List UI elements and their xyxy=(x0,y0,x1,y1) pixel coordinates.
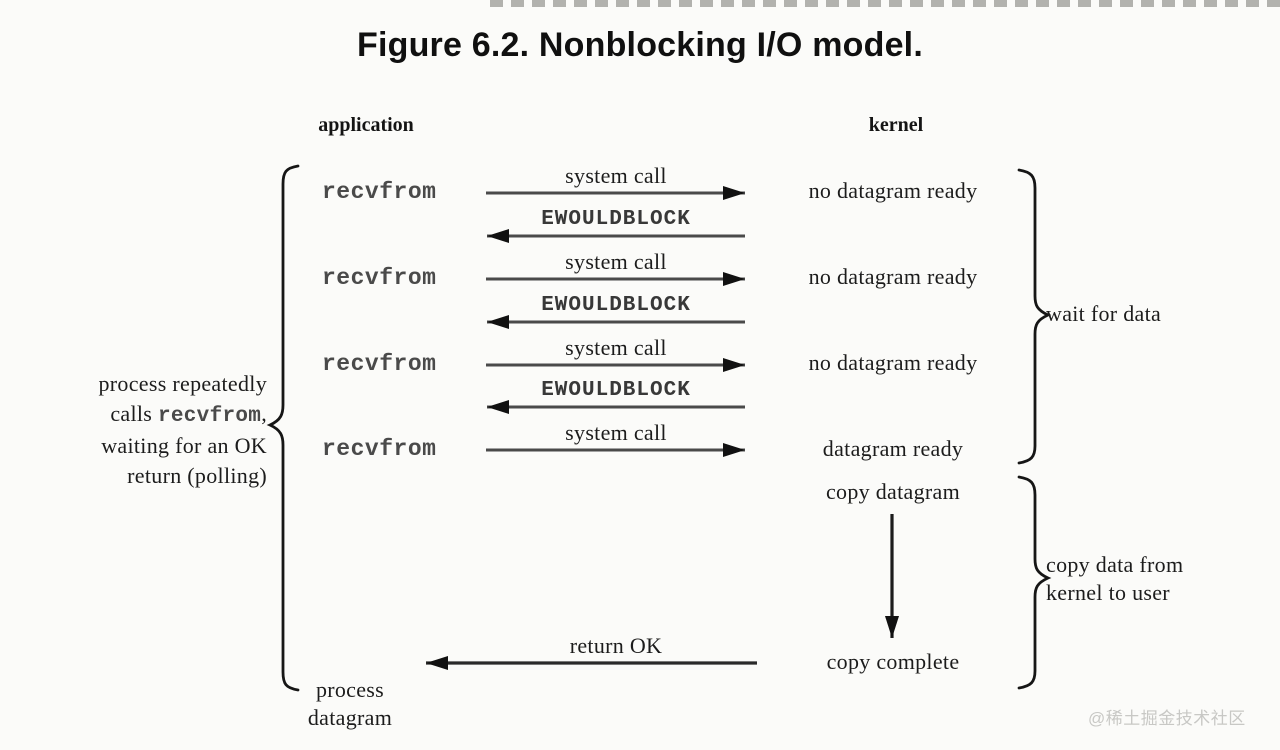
polling-note-recvfrom-code: recvfrom xyxy=(157,404,262,428)
kernel-state-no-datagram-2: no datagram ready xyxy=(808,264,978,289)
return-ok-label: return OK xyxy=(569,633,663,658)
recvfrom-call-2: recvfrom xyxy=(322,265,437,291)
polling-note-line2: calls recvfrom, xyxy=(110,400,267,428)
system-call-label-2: system call xyxy=(565,249,667,274)
polling-note-line3: waiting for an OK xyxy=(101,433,267,458)
figure-title: Figure 6.2. Nonblocking I/O model. xyxy=(357,26,923,64)
left-brace-polling xyxy=(266,164,300,692)
copy-data-note: copy data from kernel to user xyxy=(1046,551,1183,607)
kernel-state-no-datagram-1: no datagram ready xyxy=(808,178,978,203)
kernel-state-copy-complete: copy complete xyxy=(826,649,960,674)
copy-data-note-line1: copy data from xyxy=(1046,552,1184,577)
kernel-state-datagram-ready: datagram ready xyxy=(822,436,964,461)
right-brace-copy-data xyxy=(1017,475,1052,690)
recvfrom-call-1: recvfrom xyxy=(322,179,437,205)
ewouldblock-label-1: EWOULDBLOCK xyxy=(541,208,691,231)
right-brace-wait-for-data xyxy=(1017,168,1052,465)
polling-note-line4: return (polling) xyxy=(127,462,267,488)
process-datagram-line1: process xyxy=(315,677,385,702)
wait-for-data-note: wait for data xyxy=(1046,301,1162,326)
system-call-label-4: system call xyxy=(565,420,667,445)
system-call-label-1: system call xyxy=(565,163,667,188)
polling-note-line1: process repeatedly xyxy=(98,371,267,396)
copy-data-note-line2: kernel to user xyxy=(1046,580,1170,605)
kernel-state-no-datagram-3: no datagram ready xyxy=(808,350,978,375)
ewouldblock-label-2: EWOULDBLOCK xyxy=(541,294,691,317)
column-header-kernel: kernel xyxy=(868,114,924,136)
ewouldblock-label-3: EWOULDBLOCK xyxy=(541,379,691,402)
system-call-label-3: system call xyxy=(565,335,667,360)
process-datagram-note: process datagram xyxy=(270,676,430,732)
process-datagram-line2: datagram xyxy=(307,705,393,730)
top-cropped-text-artifact xyxy=(490,0,1280,7)
recvfrom-call-3: recvfrom xyxy=(322,351,437,377)
column-header-application: application xyxy=(318,114,414,136)
polling-note: process repeatedly calls recvfrom, waiti… xyxy=(40,369,267,490)
watermark: @稀土掘金技术社区 xyxy=(1088,709,1246,728)
recvfrom-call-4: recvfrom xyxy=(322,436,437,462)
kernel-state-copy-datagram: copy datagram xyxy=(825,479,960,504)
